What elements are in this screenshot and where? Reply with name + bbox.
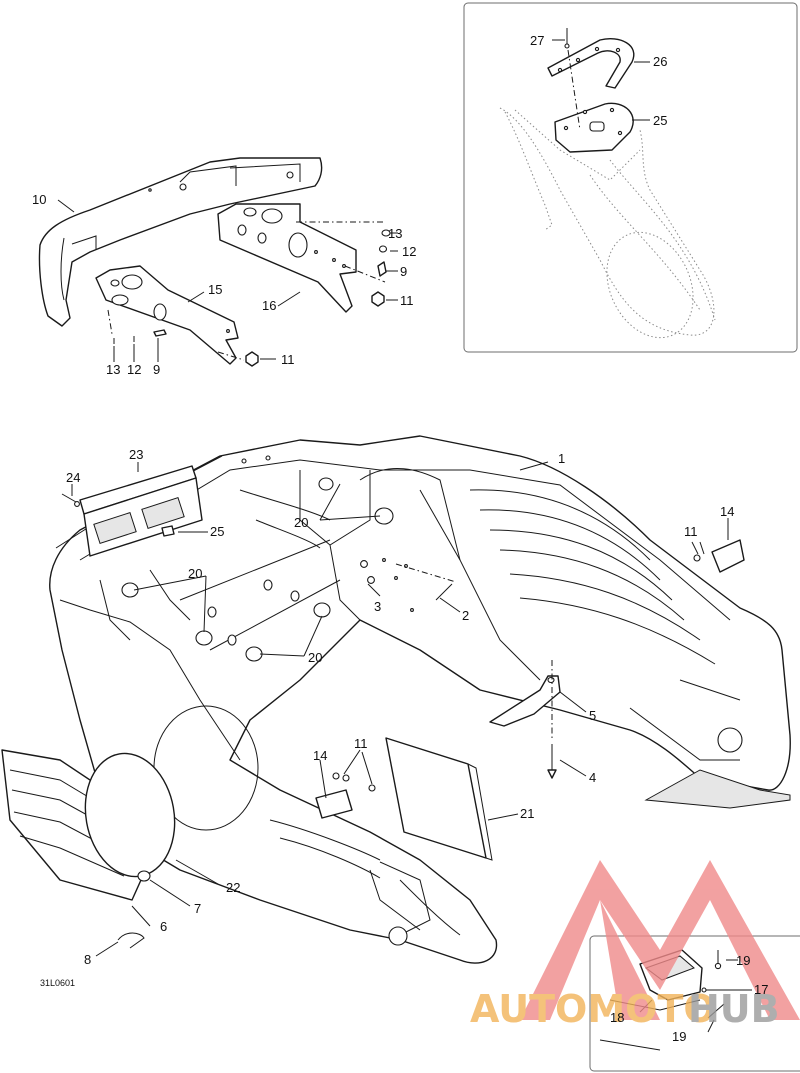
callout-13: 13 [388, 226, 402, 241]
callout-11: 11 [684, 524, 698, 539]
inset-panel-top [463, 2, 798, 353]
callout-25: 25 [210, 524, 224, 539]
watermark-triangle [520, 860, 800, 1020]
callout-20: 20 [188, 566, 202, 581]
callout-9: 9 [153, 362, 160, 377]
callout-15: 15 [208, 282, 222, 297]
callout-27: 27 [530, 33, 544, 48]
drawing-reference-code: 31L0601 [40, 978, 75, 988]
callout-11: 11 [281, 352, 295, 367]
part-16-bracket [217, 203, 357, 313]
callout-21: 21 [520, 806, 534, 821]
hardware-main [61, 493, 745, 949]
watermark-text-automoto: AUTOMOTO [470, 987, 716, 1031]
callout-20: 20 [294, 515, 308, 530]
callout-labels: 27 26 25 10 13 12 9 15 16 11 13 12 9 11 … [32, 33, 768, 1044]
watermark-text-hub: HUB [688, 987, 780, 1031]
callout-11: 11 [354, 736, 368, 751]
callout-23: 23 [129, 447, 143, 462]
callout-8: 8 [84, 952, 91, 967]
callout-24: 24 [66, 470, 80, 485]
watermark-logo: AUTOMOTO HUB [470, 860, 800, 1031]
callout-10: 10 [32, 192, 46, 207]
callout-7: 7 [194, 901, 201, 916]
callout-18: 18 [610, 1010, 624, 1025]
main-body-tub [49, 435, 791, 964]
callout-17: 17 [754, 982, 768, 997]
part-26-ring-bracket [547, 38, 635, 89]
callout-11: 11 [400, 293, 414, 308]
leaders-main [71, 461, 729, 957]
callout-4: 4 [589, 770, 596, 785]
callout-9: 9 [400, 264, 407, 279]
callout-12: 12 [402, 244, 416, 259]
callout-12: 12 [127, 362, 141, 377]
part-23-strip [79, 465, 203, 557]
callout-3: 3 [374, 599, 381, 614]
callout-22: 22 [226, 880, 240, 895]
callout-19: 19 [672, 1029, 686, 1044]
bumper-assembly [38, 157, 398, 367]
part-1-body [49, 435, 791, 964]
part-21-block [385, 737, 493, 861]
callout-14: 14 [313, 748, 327, 763]
callout-13: 13 [106, 362, 120, 377]
callout-2: 2 [462, 608, 469, 623]
callout-20: 20 [308, 650, 322, 665]
callout-26: 26 [653, 54, 667, 69]
fastener-13-washer-a [371, 229, 391, 307]
callout-1: 1 [558, 451, 565, 466]
part-15-bracket [95, 265, 239, 365]
callout-14: 14 [720, 504, 734, 519]
callout-25: 25 [653, 113, 667, 128]
callout-19: 19 [736, 953, 750, 968]
callout-5: 5 [589, 708, 596, 723]
part-14-clip-a [711, 539, 745, 573]
callout-16: 16 [262, 298, 276, 313]
callout-6: 6 [160, 919, 167, 934]
part-5-bracket [489, 675, 561, 727]
